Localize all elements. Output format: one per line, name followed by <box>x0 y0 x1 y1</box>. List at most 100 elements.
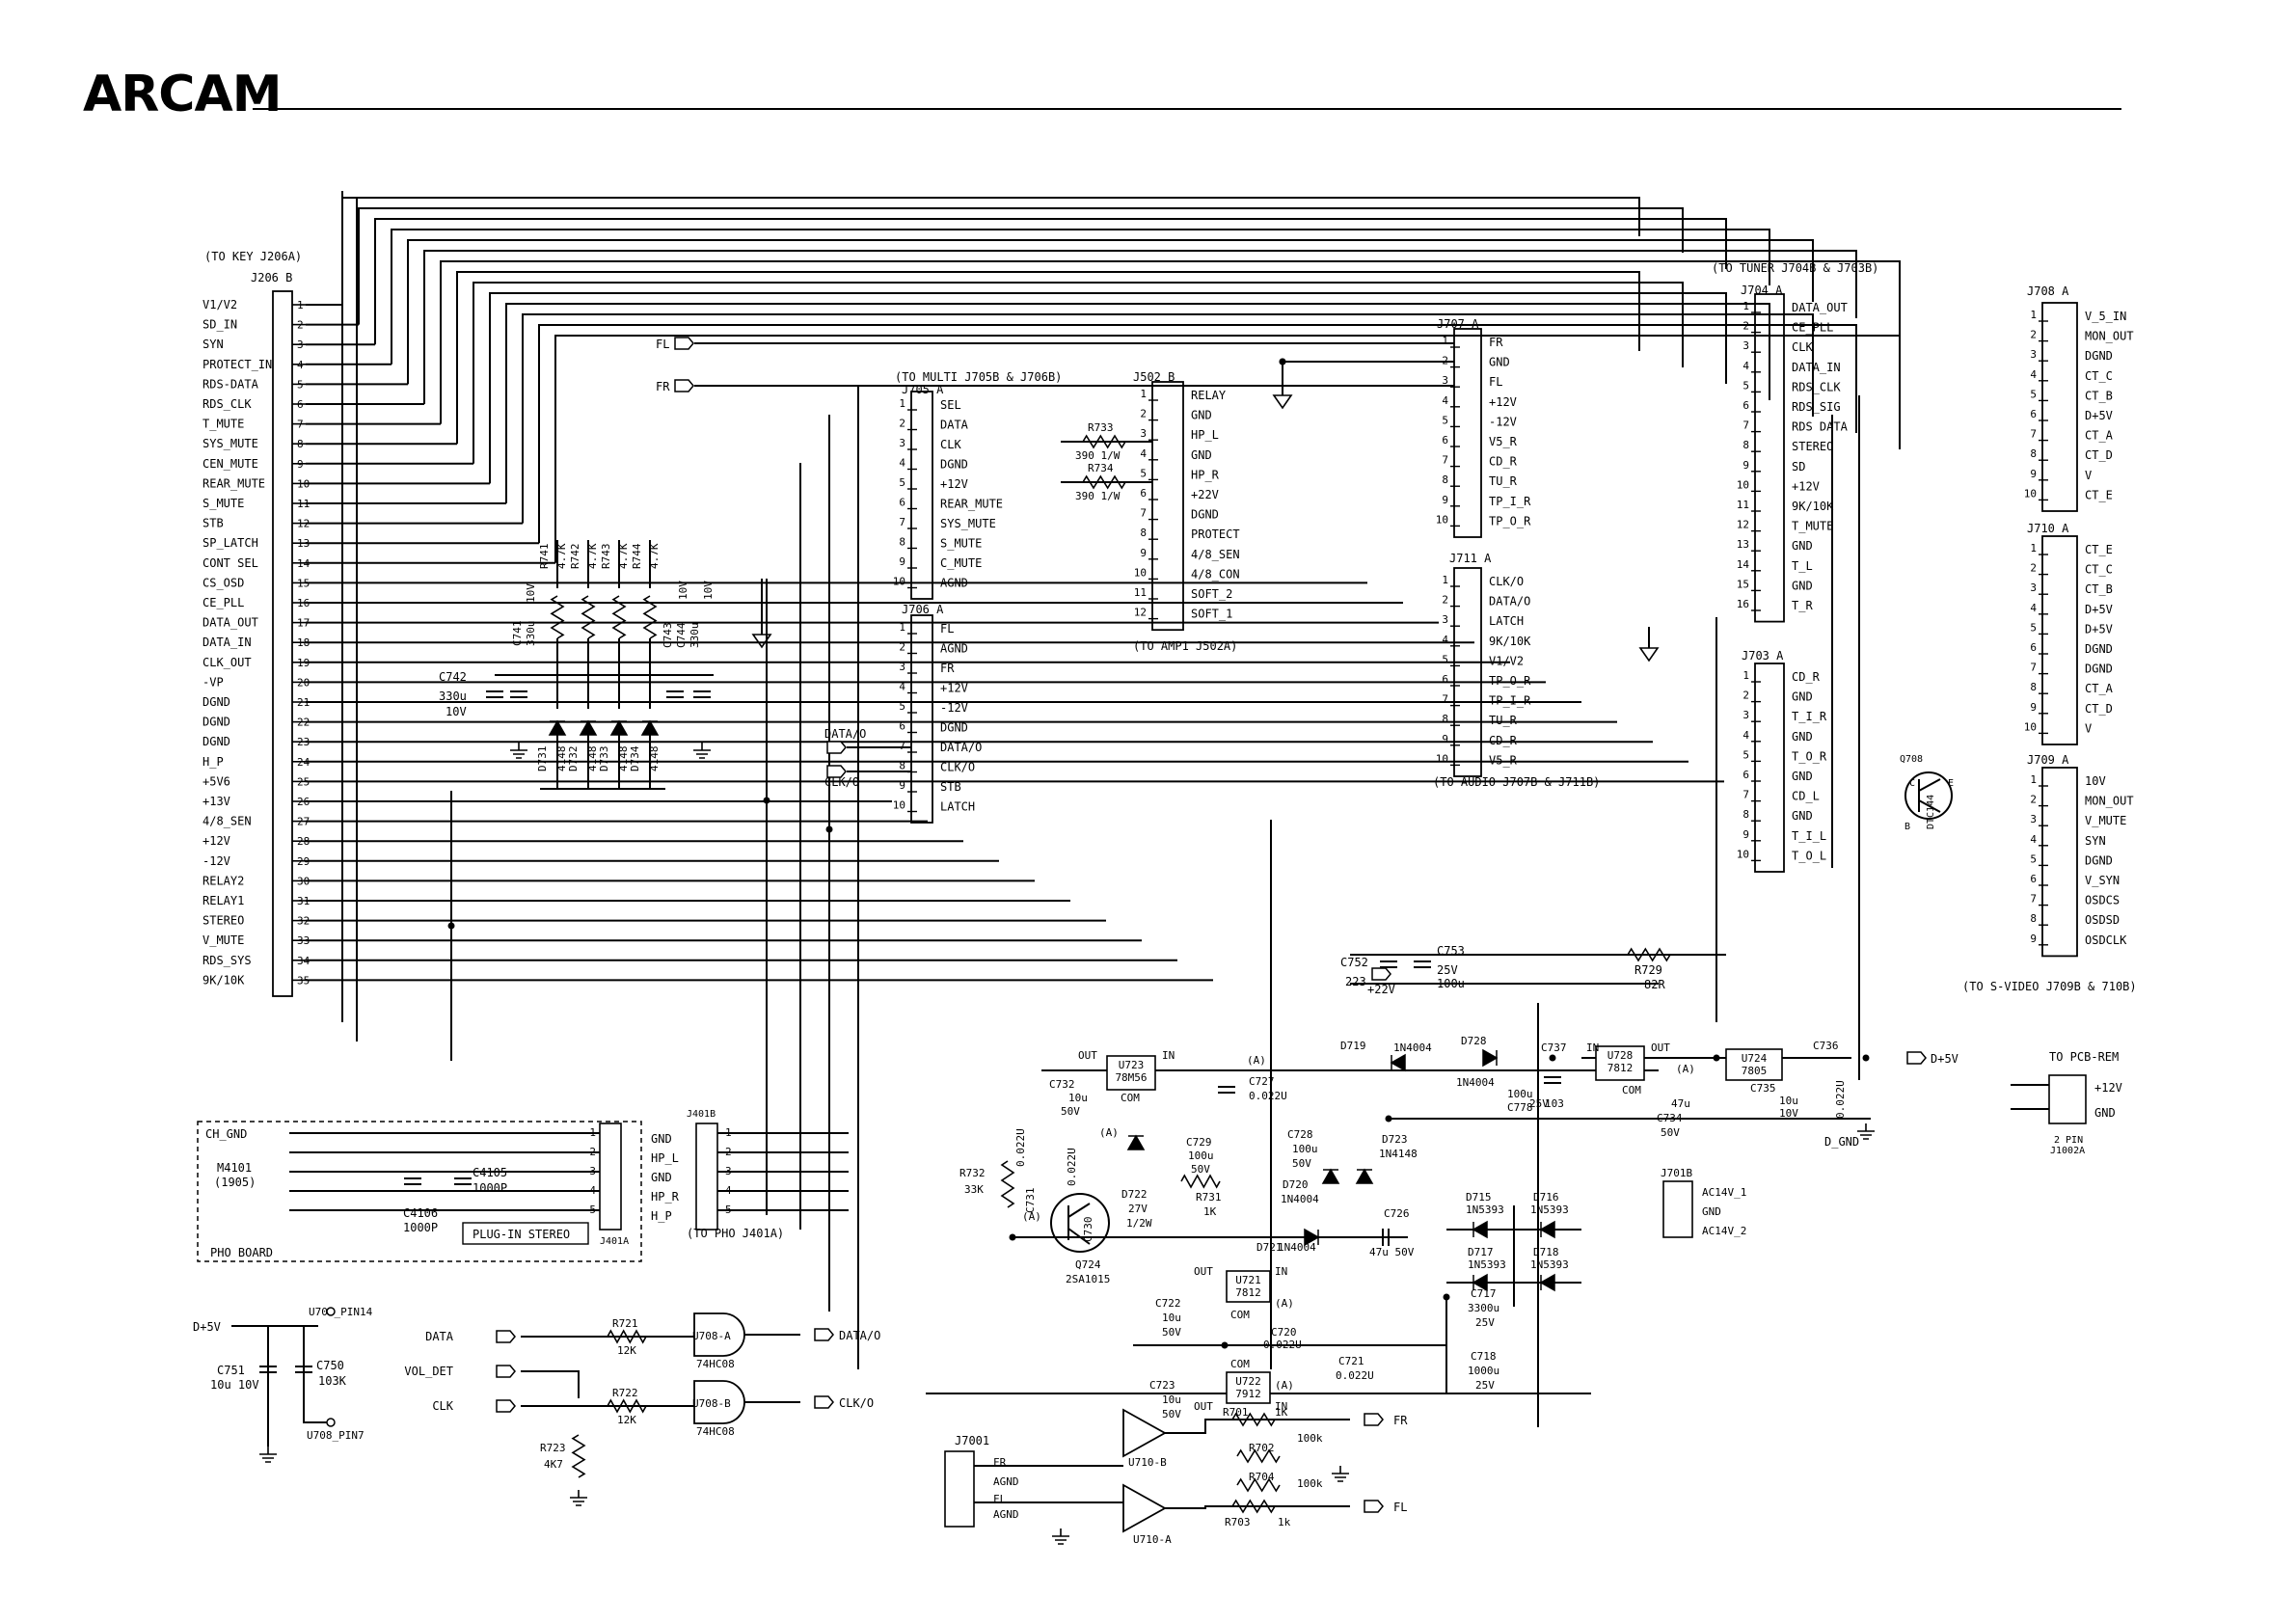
diode-symbol <box>579 719 598 736</box>
regulator-u723 <box>1106 1055 1156 1091</box>
pin-label: V <box>2085 721 2092 735</box>
pin-number: 10 <box>1737 478 1749 491</box>
pin-number: 10 <box>1436 752 1448 765</box>
c753-ref: C753 <box>1437 944 1465 958</box>
j701b-pin2-label: GND <box>1702 1205 1721 1218</box>
pin-number: 10 <box>2024 487 2037 500</box>
c751-value: 10u 10V <box>210 1378 259 1392</box>
connector-j706a <box>910 614 933 824</box>
ground-icon <box>510 743 527 759</box>
pin-number: 8 <box>2030 447 2037 460</box>
pin-number: 7 <box>2030 893 2037 906</box>
c742-voltage: 10V <box>446 705 467 718</box>
signal-flag-icon <box>826 741 847 754</box>
pin-number: 9 <box>2030 701 2037 714</box>
c720-value: 0.022U <box>1263 1339 1302 1351</box>
pin-label: D+5V <box>2085 622 2113 636</box>
r729-value: 82R <box>1644 978 1665 991</box>
pin-number: 6 <box>2030 408 2037 420</box>
d723-value: 1N4148 <box>1379 1148 1418 1160</box>
ground-icon <box>1857 1123 1875 1140</box>
pin-label: FL <box>940 622 954 636</box>
j701b-pin3-label: AC14V_2 <box>1702 1225 1746 1237</box>
pin-number: 13 <box>1737 538 1749 551</box>
q708-ref: Q708 <box>1900 754 1923 765</box>
pin-label: CLK/O <box>940 761 975 774</box>
pin-number: 4 <box>1742 360 1749 372</box>
pin-label: DGND <box>203 735 230 748</box>
pin-label: GND <box>1792 539 1813 553</box>
c726-ref: C726 <box>1384 1207 1410 1220</box>
note-a-4: (A) <box>1099 1126 1119 1139</box>
pin-label: GND <box>1792 730 1813 744</box>
pin-number: 3 <box>2030 582 2037 594</box>
c731-ref: C731 <box>1024 1188 1037 1214</box>
pin-number: 6 <box>899 497 905 509</box>
pin-label: RELAY2 <box>203 874 244 887</box>
pin-number: 10 <box>1737 848 1749 860</box>
pin-label: DATA_IN <box>1792 361 1841 374</box>
pin-label: CLK <box>940 438 961 451</box>
pin-label: +12V <box>940 477 968 491</box>
pin-label: CT_B <box>2085 389 2113 402</box>
r733-ref: R733 <box>1088 421 1114 434</box>
resistor-symbol <box>1231 1499 1276 1514</box>
note-a-5: (A) <box>1275 1297 1294 1310</box>
pin-number: 4 <box>589 1184 596 1197</box>
connector-title-j703a: J703 A <box>1742 649 1784 663</box>
regulator-u724-ref: U724 <box>1742 1052 1768 1065</box>
c751-ref: C751 <box>217 1364 245 1377</box>
signal-flag-icon <box>674 337 694 350</box>
regulator-u723-ref: U723 <box>1119 1059 1145 1071</box>
resistor-value: 4.7K <box>617 543 630 569</box>
pin-number: 1 <box>725 1126 732 1139</box>
pin-label: T_L <box>1792 559 1813 573</box>
pin-number: 9 <box>1742 459 1749 472</box>
pin-label: DATA/O <box>940 741 982 754</box>
pin-label: +5V6 <box>203 774 230 788</box>
regulator-u722 <box>1226 1371 1271 1404</box>
c4106-ref: C4106 <box>403 1206 438 1220</box>
c741-value: 330u <box>525 621 537 647</box>
c727-ref: C727 <box>1249 1075 1275 1088</box>
pin-label: GND <box>1792 690 1813 704</box>
pin-label: SOFT_1 <box>1191 608 1232 621</box>
connector-j708a <box>2041 302 2078 512</box>
pin-number: 6 <box>1742 769 1749 781</box>
signal-flag-icon <box>826 765 847 778</box>
pin-label: RDS DATA <box>1792 420 1849 434</box>
pin-label: SYS_MUTE <box>940 517 996 530</box>
c750-value: 103K <box>318 1374 347 1388</box>
pin-number: 4 <box>1742 729 1749 742</box>
pin-number: 5 <box>725 1204 732 1216</box>
pin-number: 3 <box>1442 613 1448 626</box>
pin-number: 5 <box>1742 379 1749 392</box>
pin-number: 2 <box>589 1146 596 1158</box>
r721-ref: R721 <box>612 1317 638 1330</box>
junction-dot <box>1221 1341 1229 1349</box>
c722-ref: C722 <box>1155 1297 1181 1310</box>
plugin-stereo-label: PLUG-IN STEREO <box>473 1228 570 1241</box>
diode-symbol <box>1472 1273 1488 1292</box>
pin-label: DGND <box>2085 642 2113 656</box>
c743-ref: C743 <box>662 623 674 649</box>
c736-value: 0.022U <box>1834 1080 1847 1119</box>
pin-number: 2 <box>1442 594 1448 607</box>
pin-number: 6 <box>1442 673 1448 686</box>
j7001-agnd2-label: AGND <box>993 1508 1019 1521</box>
pin-label: MON_OUT <box>2085 795 2134 808</box>
junction-dot <box>447 922 455 930</box>
signal-flag-icon <box>1364 1413 1384 1426</box>
pin-number: 8 <box>1140 527 1147 539</box>
c720-ref: C720 <box>1271 1326 1297 1339</box>
pin-number: 7 <box>899 516 905 528</box>
pin-number: 9 <box>2030 468 2037 480</box>
junction-dot <box>1009 1233 1016 1241</box>
c734-ref: C734 <box>1657 1112 1683 1124</box>
c741-voltage: 10V <box>525 583 537 603</box>
signal-flag-icon <box>496 1365 516 1378</box>
resistor-ref-r744: R744 <box>631 543 643 569</box>
capacitor-symbol <box>1380 960 1397 968</box>
connector-note-j709a: (TO S-VIDEO J709B & 710B) <box>1962 980 2137 993</box>
c729-voltage: 50V <box>1191 1163 1210 1176</box>
